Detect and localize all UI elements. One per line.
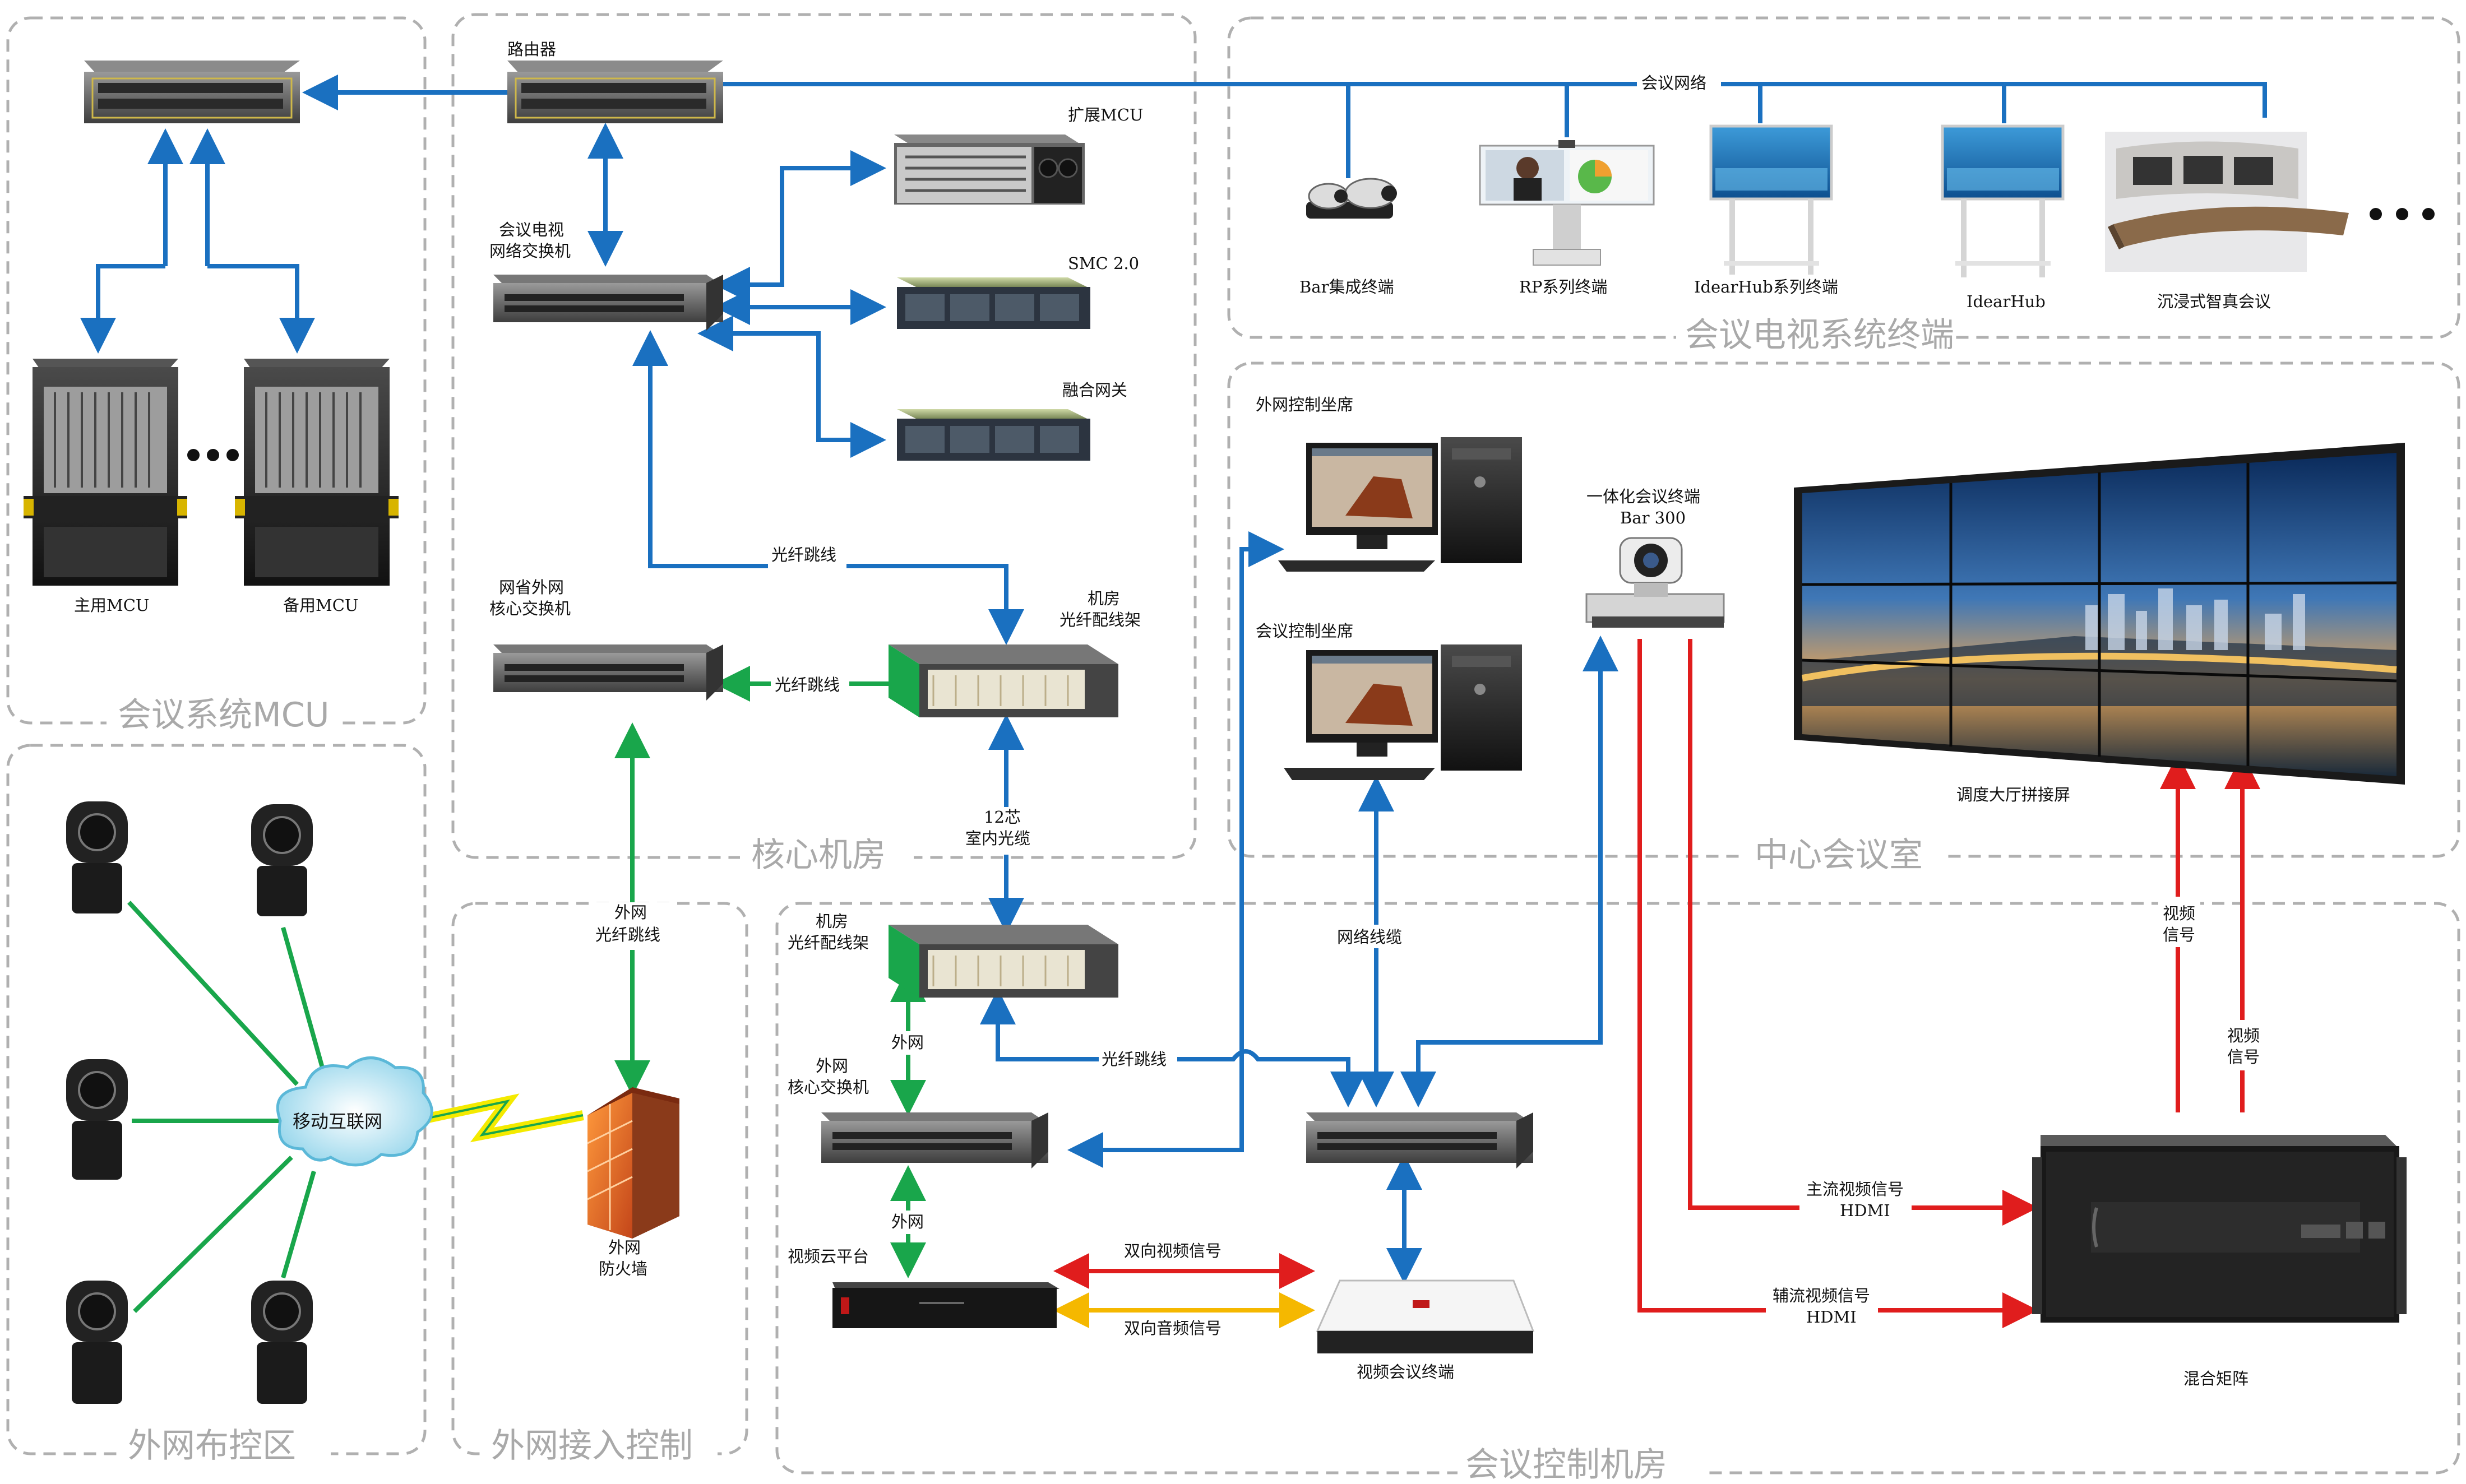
camera-2	[251, 804, 313, 916]
zone-terminals-title: 会议电视系统终端	[1685, 316, 1954, 355]
aux-stream-label-2: HDMI	[1806, 1307, 1857, 1327]
idearhub-label: IdearHub	[1967, 292, 2046, 311]
camera-5	[251, 1281, 313, 1404]
mcu-top-switch	[84, 61, 300, 123]
zone-outer-area-title: 外网布控区	[128, 1426, 296, 1466]
conf-tv-switch	[493, 275, 723, 331]
video-signal2-label-2: 信号	[2227, 1047, 2260, 1066]
idearhub-series-label: IdearHub系列终端	[1694, 277, 1838, 296]
video-conf-terminal-device	[1316, 1279, 1535, 1353]
network-cable-label: 网络线缆	[1337, 928, 1402, 947]
firewall-device	[587, 1087, 679, 1239]
outer-core2-label-2: 核心交换机	[788, 1078, 869, 1097]
video-wall-device	[1794, 443, 2405, 785]
camera-4	[66, 1281, 128, 1404]
outer-core2-label-1: 外网	[816, 1056, 848, 1075]
odf2-label-1: 机房	[816, 912, 848, 931]
camera-1	[66, 801, 128, 913]
backup-mcu-label: 备用MCU	[283, 596, 358, 615]
odf2-label-2: 光纤配线架	[788, 933, 869, 952]
zone-control-room-title: 会议控制机房	[1465, 1445, 1667, 1484]
bar-terminal-device	[1306, 178, 1397, 219]
zone-outer-access-title: 外网接入控制	[491, 1426, 693, 1466]
outer-core-label-2: 核心交换机	[489, 599, 571, 618]
switch-label-line1: 会议电视	[499, 220, 564, 239]
zone-mcu-title: 会议系统MCU	[118, 695, 330, 735]
video-terminal-label: 视频会议终端	[1357, 1362, 1454, 1381]
outer-core-switch	[493, 644, 723, 701]
zone-center-title: 中心会议室	[1755, 836, 1923, 875]
main-mcu-device	[24, 359, 187, 586]
bar-terminal-label: Bar集成终端	[1299, 277, 1394, 296]
zone-core-title: 核心机房	[751, 836, 886, 875]
fiber-jumper-label-1: 光纤跳线	[771, 545, 836, 564]
ellipsis-terminals	[2370, 208, 2435, 220]
matrix-label: 混合矩阵	[2183, 1369, 2248, 1388]
idearhub-series-device	[1709, 124, 1833, 275]
video-signal2-label-1: 视频	[2227, 1026, 2260, 1045]
cable-12-label-2: 室内光缆	[965, 829, 1030, 848]
outer-net-label-1: 外网	[891, 1033, 924, 1052]
conf-seat-label: 会议控制坐席	[1256, 622, 1353, 641]
aux-stream-label-1: 辅流视频信号	[1773, 1286, 1870, 1305]
odf-core	[889, 644, 1118, 717]
main-stream-label-1: 主流视频信号	[1806, 1180, 1904, 1199]
ext-mcu-device	[894, 135, 1085, 205]
rp-terminal-device	[1479, 140, 1655, 266]
mobile-internet-label: 移动互联网	[293, 1111, 382, 1132]
immersive-label: 沉浸式智真会议	[2157, 292, 2271, 311]
gateway-label: 融合网关	[1062, 381, 1127, 400]
outer-cameras	[66, 801, 313, 1404]
video-cloud-device	[832, 1282, 1059, 1328]
firewall-label-2: 防火墙	[599, 1259, 647, 1278]
zone-titles: 会议系统MCU 核心机房 会议电视系统终端 中心会议室 外网布控区 外网接入控制…	[107, 309, 1954, 1484]
outer-seat-label: 外网控制坐席	[1256, 395, 1353, 414]
fiber-jumper-label-2: 光纤跳线	[775, 675, 840, 694]
outer-net-label-2: 外网	[891, 1212, 924, 1231]
ellipsis-mcu	[187, 449, 239, 461]
conf-network-label: 会议网络	[1641, 73, 1706, 92]
gateway-server	[897, 409, 1090, 461]
video-wall-label: 调度大厅拼接屏	[1956, 785, 2070, 804]
bar300-label-1: 一体化会议终端	[1586, 487, 1700, 506]
mobile-internet-cloud	[276, 1056, 433, 1167]
bar300-device	[1585, 537, 1725, 628]
router-label: 路由器	[507, 40, 556, 59]
video-signal-label-2: 信号	[2163, 925, 2195, 944]
cable-12-label-1: 12芯	[984, 808, 1021, 827]
zone-core-border	[451, 13, 1197, 859]
immersive-room-device	[2105, 132, 2349, 272]
zone-mcu-border	[6, 16, 427, 725]
main-mcu-label: 主用MCU	[74, 596, 149, 615]
bar300-label-2: Bar 300	[1620, 508, 1686, 527]
odf-core-label-1: 机房	[1088, 589, 1120, 608]
backup-mcu-device	[235, 359, 399, 586]
switch-label-line2: 网络交换机	[489, 242, 571, 261]
fiber-jumper-label-3: 光纤跳线	[1102, 1050, 1167, 1069]
ext-mcu-label: 扩展MCU	[1068, 105, 1143, 124]
two-way-video-label: 双向视频信号	[1124, 1241, 1222, 1260]
matrix-device	[2032, 1135, 2407, 1323]
video-cloud-label: 视频云平台	[788, 1247, 869, 1266]
outer-seat-pc	[1278, 437, 1522, 572]
video-signal-label-1: 视频	[2163, 904, 2195, 923]
smc-server	[897, 277, 1090, 329]
odf-control-room	[889, 925, 1118, 998]
conf-seat-pc	[1284, 644, 1522, 780]
router-device	[507, 61, 723, 123]
control-room-switch	[1306, 1112, 1533, 1168]
smc-label: SMC 2.0	[1068, 254, 1139, 273]
firewall-label-1: 外网	[608, 1238, 641, 1257]
outer-core-label-1: 网省外网	[499, 578, 564, 597]
rp-terminal-label: RP系列终端	[1519, 277, 1607, 296]
odf-core-label-2: 光纤配线架	[1059, 610, 1141, 629]
idearhub-device	[1941, 124, 2065, 277]
outer-fiber-label-2: 光纤跳线	[595, 925, 660, 944]
outer-fiber-label-1: 外网	[614, 903, 647, 922]
camera-3	[66, 1059, 128, 1180]
two-way-audio-label: 双向音频信号	[1124, 1319, 1222, 1338]
outer-core-switch-2	[821, 1112, 1048, 1168]
main-stream-label-2: HDMI	[1840, 1201, 1890, 1220]
